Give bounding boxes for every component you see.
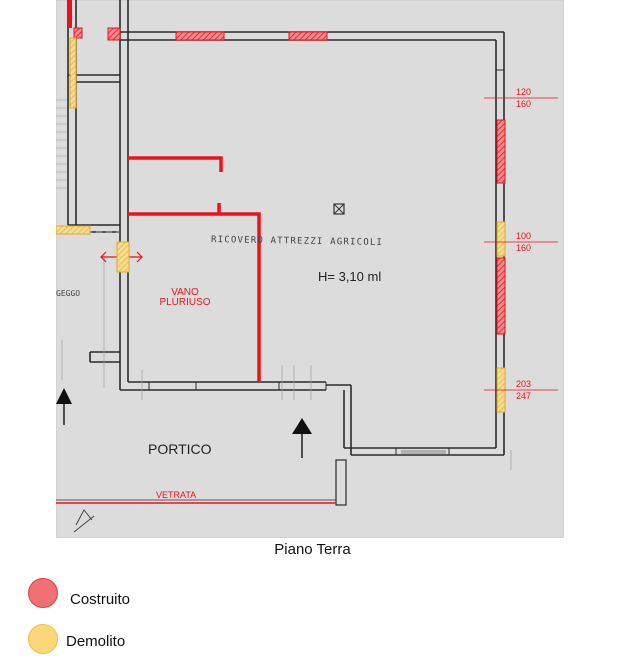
built-partition-upper <box>128 156 223 172</box>
vano-label-1: VANO <box>171 287 199 298</box>
plan-background <box>56 0 564 538</box>
demolished-opening-left <box>116 241 130 273</box>
dim-2-bottom: 160 <box>516 243 531 253</box>
vano-label-2: PLURIUSO <box>159 297 210 308</box>
vetrata-label: VETRATA <box>156 490 196 500</box>
section-arrow-right-icon <box>292 418 312 458</box>
built-window-top-left <box>107 27 121 41</box>
dim-3-top: 203 <box>516 379 531 389</box>
demolished-window-right-1 <box>496 221 506 257</box>
legend-built-label: Costruito <box>70 591 131 608</box>
pillar-icon <box>333 203 345 215</box>
legend-built-swatch <box>28 578 58 608</box>
legend-demolished-swatch <box>28 624 58 654</box>
built-window-top-2 <box>288 31 328 41</box>
built-window-top-1 <box>175 31 225 41</box>
height-label: H= 3,10 ml <box>318 269 381 284</box>
dim-3-bottom: 247 <box>516 391 531 401</box>
built-elements <box>56 0 506 504</box>
dim-2-top: 100 <box>516 231 531 241</box>
stairs-symbol <box>73 509 95 533</box>
plan-caption: Piano Terra <box>274 541 351 558</box>
built-window-right-1 <box>496 119 506 184</box>
room-main-label: RICOVERO ATTREZZI AGRICOLI <box>211 235 383 248</box>
dim-1-bottom: 160 <box>516 99 531 109</box>
left-room-label: GEGGO <box>56 289 80 298</box>
built-window-right-2 <box>496 257 506 335</box>
left-room-hatch <box>56 99 68 189</box>
legend-demolished-label: Demolito <box>66 633 126 650</box>
portico-label: PORTICO <box>148 441 212 457</box>
built-partition-lower <box>128 212 261 382</box>
section-arrow-left-icon <box>56 388 72 425</box>
dim-1-top: 120 <box>516 87 531 97</box>
dimension-lines <box>484 97 558 391</box>
floor-plan: RICOVERO ATTREZZI AGRICOLI H= 3,10 ml VA… <box>56 0 564 538</box>
